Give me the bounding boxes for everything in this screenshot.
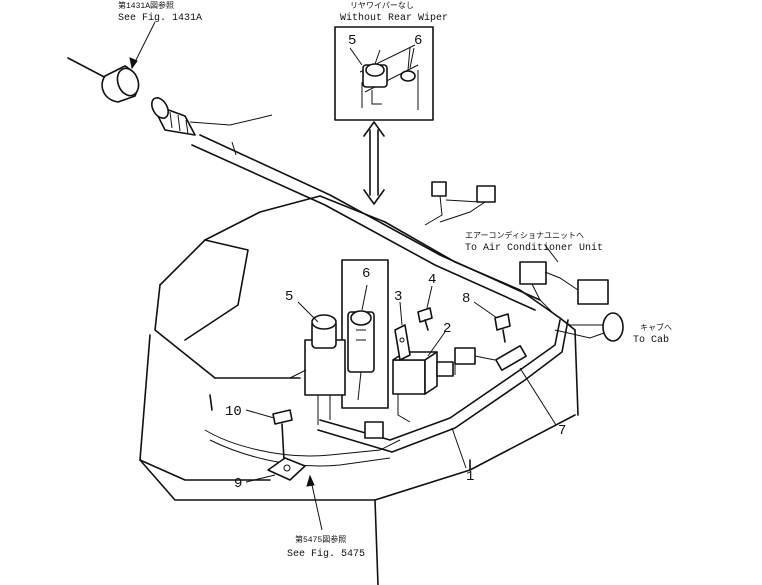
see-fig-5475-jp: 第5475図参照 bbox=[295, 534, 346, 545]
part-9-label: 9 bbox=[234, 476, 242, 492]
to-cab-en: To Cab bbox=[633, 334, 669, 346]
part-1-label: 1 bbox=[466, 469, 474, 485]
plug-connector-right bbox=[151, 97, 196, 136]
inset-without-rear-wiper bbox=[334, 26, 434, 121]
part-7-label: 7 bbox=[558, 423, 566, 439]
switch-bracket-panel bbox=[341, 259, 389, 409]
see-fig-5475-en: See Fig. 5475 bbox=[287, 548, 365, 560]
aircon-connectors bbox=[519, 261, 609, 316]
part-4-bolt bbox=[417, 307, 433, 331]
part-10-bolt bbox=[272, 409, 293, 461]
callout-text: 第1431A図参照 See Fig. 1431A リヤワイパーなし Withou… bbox=[118, 0, 672, 560]
to-air-conditioner-jp: エアーコンディショナユニットへ bbox=[465, 230, 584, 241]
inset-part-5-label: 5 bbox=[348, 33, 356, 49]
part-3-label: 3 bbox=[394, 289, 402, 305]
part-6-label: 6 bbox=[362, 266, 370, 282]
leader-lines bbox=[245, 47, 557, 531]
inset-part-6-label: 6 bbox=[414, 33, 422, 49]
part-9-clamp bbox=[267, 457, 306, 481]
part-10-label: 10 bbox=[225, 404, 242, 420]
part-2-relay bbox=[392, 351, 438, 423]
part-5-switch bbox=[289, 314, 346, 425]
plug-connector-left bbox=[101, 65, 140, 103]
see-fig-1431a-jp: 第1431A図参照 bbox=[118, 0, 174, 11]
clamp-7 bbox=[495, 345, 527, 371]
without-rear-wiper-en: Without Rear Wiper bbox=[340, 12, 448, 24]
main-cable-upper bbox=[67, 57, 541, 311]
cab-body-outline bbox=[139, 195, 579, 585]
without-rear-wiper-jp: リヤワイパーなし bbox=[350, 1, 414, 11]
part-6-fuse-holder bbox=[347, 310, 375, 401]
see-fig-1431a-en: See Fig. 1431A bbox=[118, 12, 202, 24]
harness-connectors-mid bbox=[364, 347, 496, 439]
to-cab-jp: キャブへ bbox=[640, 322, 672, 333]
part-5-label: 5 bbox=[285, 289, 293, 305]
double-arrow-inset bbox=[363, 121, 385, 205]
to-air-conditioner-en: To Air Conditioner Unit bbox=[465, 242, 603, 254]
part-8-bolt bbox=[494, 313, 511, 343]
aircon-connector-small bbox=[424, 181, 496, 226]
cab-connector bbox=[554, 312, 624, 342]
aircon-leader bbox=[544, 244, 559, 263]
part-3-bracket bbox=[394, 324, 411, 361]
part-4-label: 4 bbox=[428, 272, 436, 288]
part-2-label: 2 bbox=[443, 321, 451, 337]
part-number-labels: 5 6 5 6 3 4 2 8 7 1 10 9 bbox=[225, 33, 566, 492]
leader-see-fig-1431a bbox=[129, 21, 156, 70]
main-harness-lower bbox=[204, 319, 569, 467]
part-8-label: 8 bbox=[462, 291, 470, 307]
